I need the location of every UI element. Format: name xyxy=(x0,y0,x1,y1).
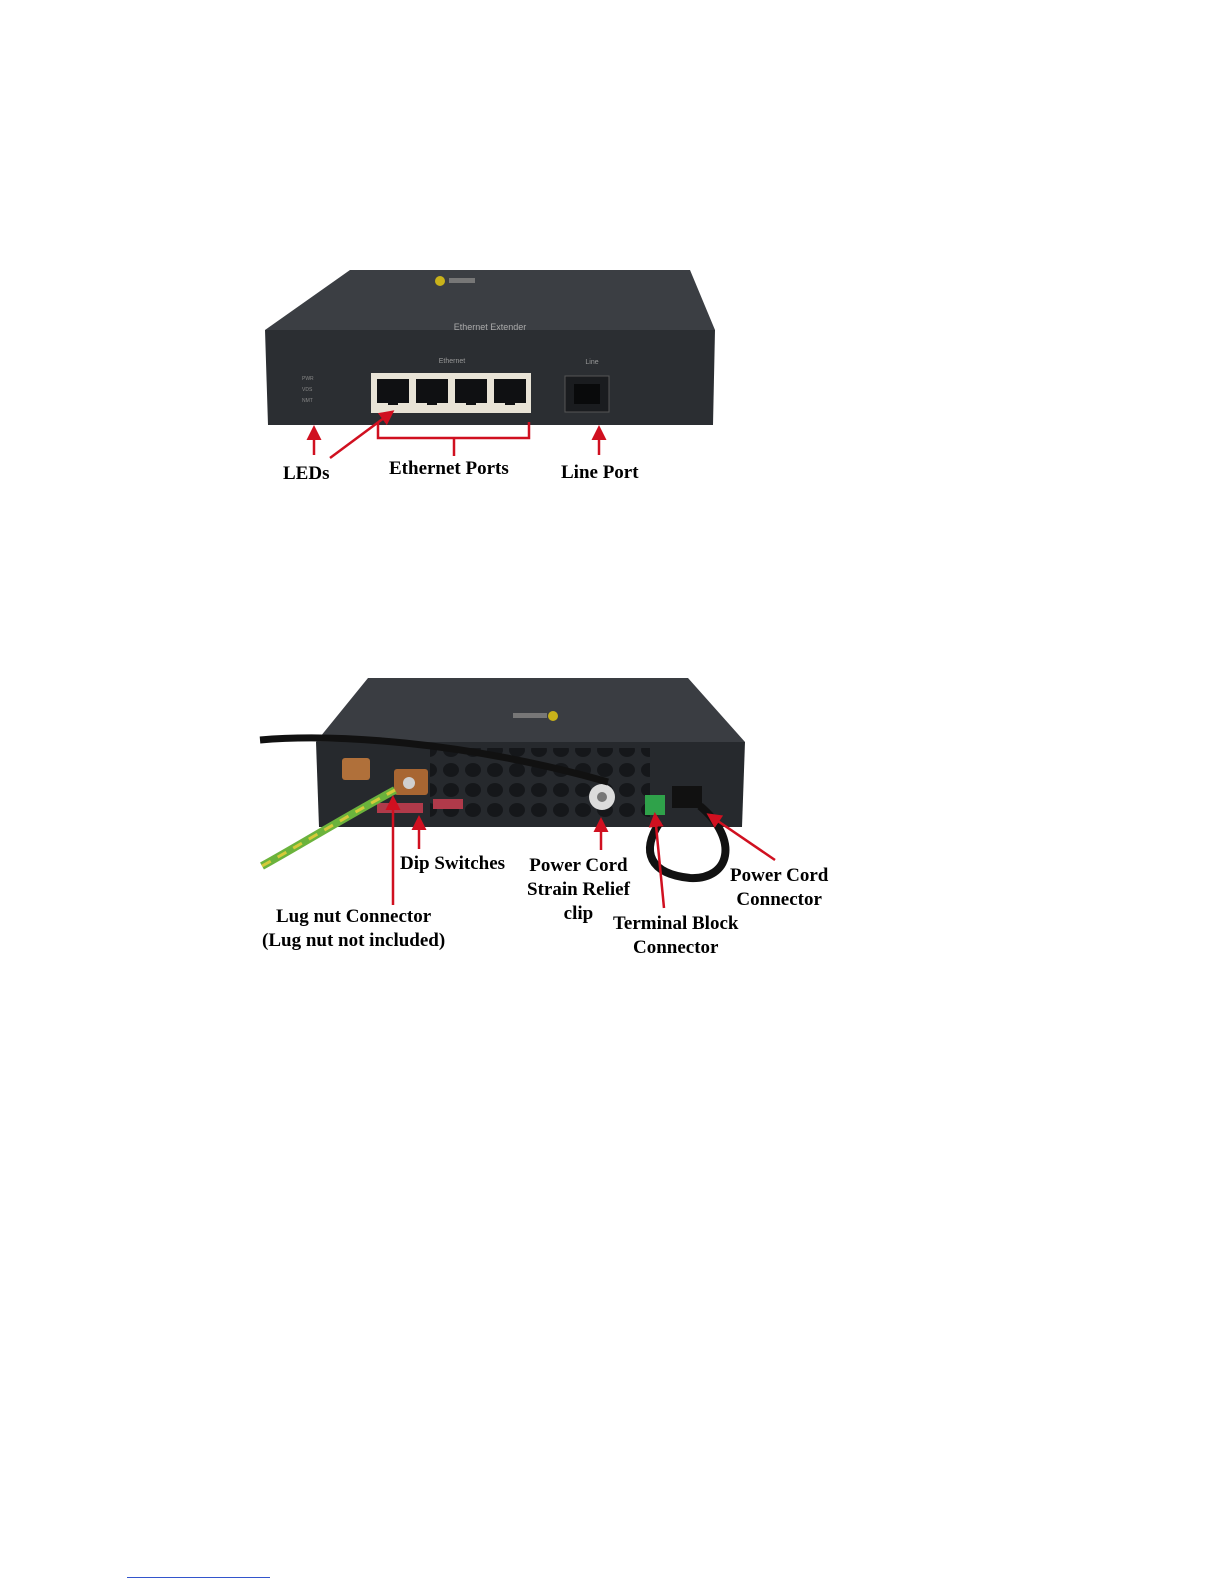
callout-ethernet-ports: Ethernet Ports xyxy=(389,457,509,481)
rear-vents xyxy=(430,748,650,820)
ethernet-port xyxy=(416,379,448,405)
callout-dip-switches: Dip Switches xyxy=(400,852,505,876)
dip-switch-bank xyxy=(433,799,463,809)
led-label: PWR xyxy=(302,376,314,382)
line-label: Line xyxy=(585,359,598,366)
dip-switch-bank xyxy=(377,803,423,813)
callout-leds: LEDs xyxy=(283,462,329,486)
callout-line: Power Cord xyxy=(527,854,630,878)
ethernet-port xyxy=(494,379,526,405)
ethernet-port xyxy=(455,379,487,405)
front-device-top xyxy=(265,270,715,330)
ethernet-port xyxy=(377,379,409,405)
portia-logo-icon xyxy=(548,711,558,721)
callout-line-port: Line Port xyxy=(561,461,639,485)
footer-rule xyxy=(127,1577,270,1578)
callout-lug-connector: Lug nut Connector (Lug nut not included) xyxy=(262,905,445,953)
callout-line: Connector xyxy=(613,936,738,960)
power-connector xyxy=(672,786,702,808)
rear-device-top xyxy=(316,678,745,742)
callout-line: Strain Relief xyxy=(527,878,630,902)
callout-power-connector: Power Cord Connector xyxy=(730,864,828,912)
rear-device-photo xyxy=(260,678,745,878)
led-label: NMT xyxy=(302,398,313,404)
callout-line: Terminal Block xyxy=(613,912,738,936)
ethernet-label: Ethernet xyxy=(439,358,466,365)
front-device-photo: Ethernet Extender Ethernet Line PWR VDS … xyxy=(265,270,715,425)
callout-line: (Lug nut not included) xyxy=(262,929,445,953)
portia-logo-icon xyxy=(435,276,445,286)
callout-line: Connector xyxy=(730,888,828,912)
lug-plate xyxy=(342,758,370,780)
callout-line: Power Cord xyxy=(730,864,828,888)
led-label: VDS xyxy=(302,387,313,393)
device-label: Ethernet Extender xyxy=(454,322,527,332)
callout-line: Lug nut Connector xyxy=(262,905,445,929)
terminal-block xyxy=(645,795,665,815)
callout-terminal-block: Terminal Block Connector xyxy=(613,912,738,960)
